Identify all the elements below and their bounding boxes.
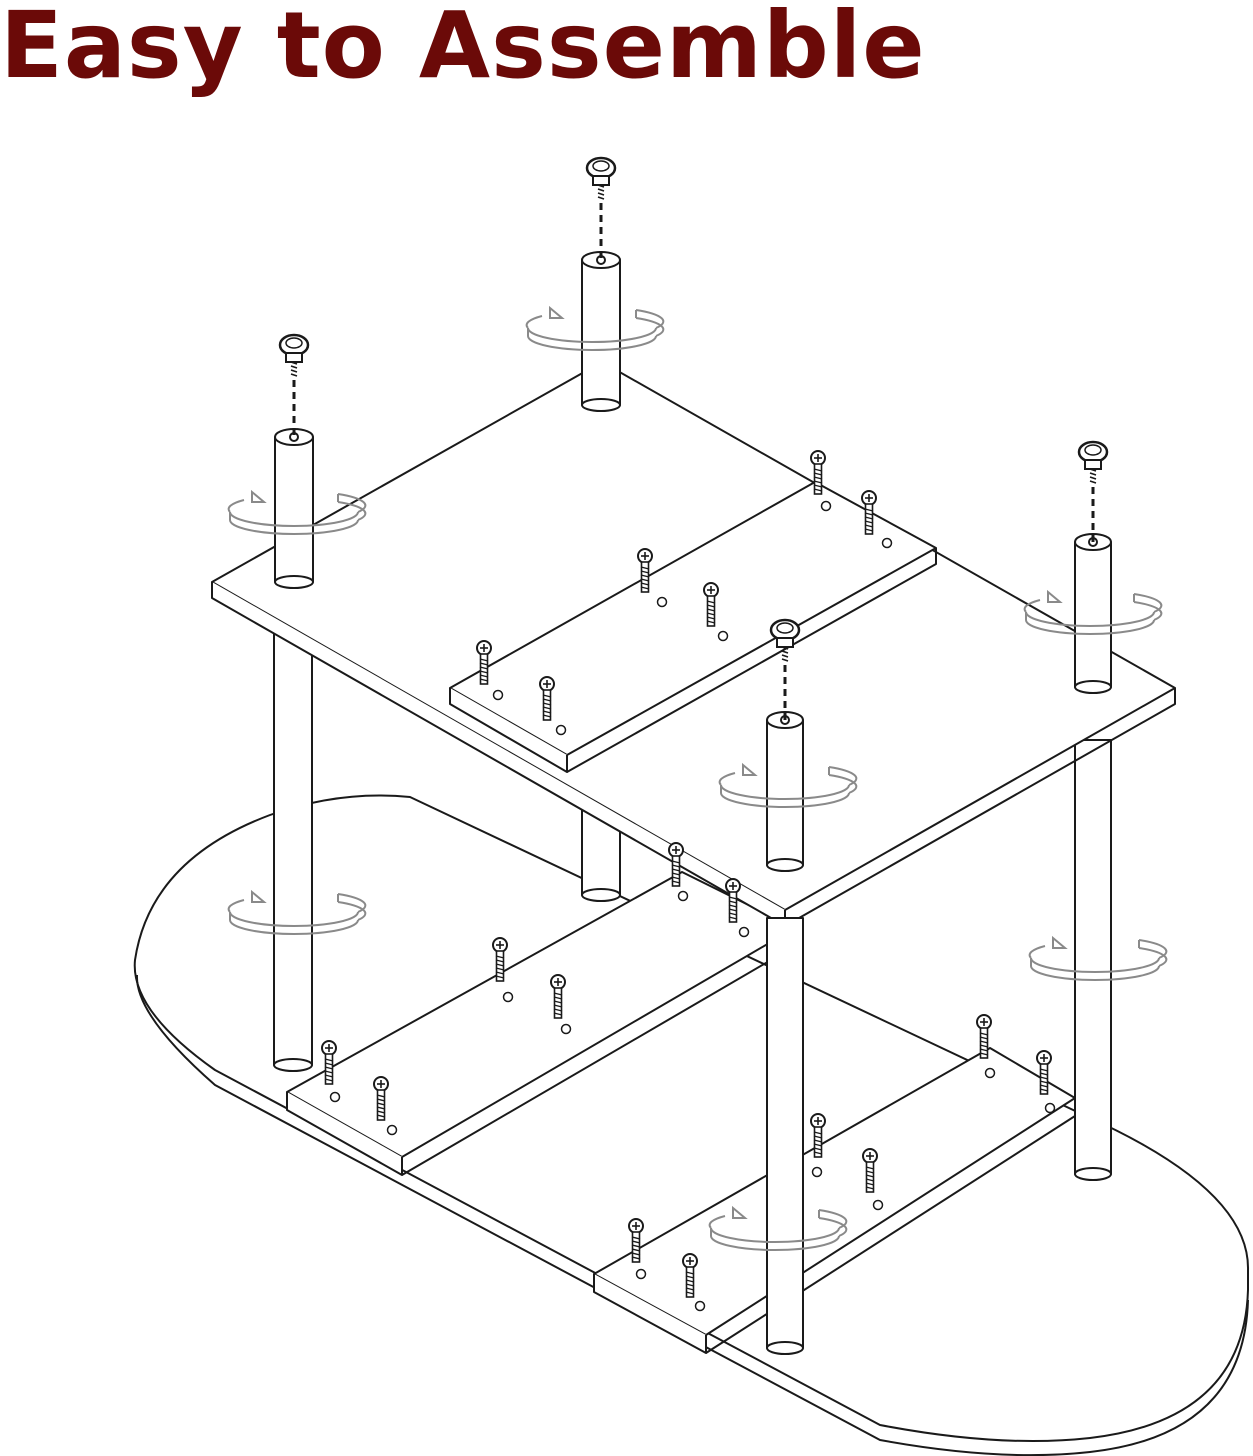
page-title: Easy to Assemble — [0, 0, 926, 99]
